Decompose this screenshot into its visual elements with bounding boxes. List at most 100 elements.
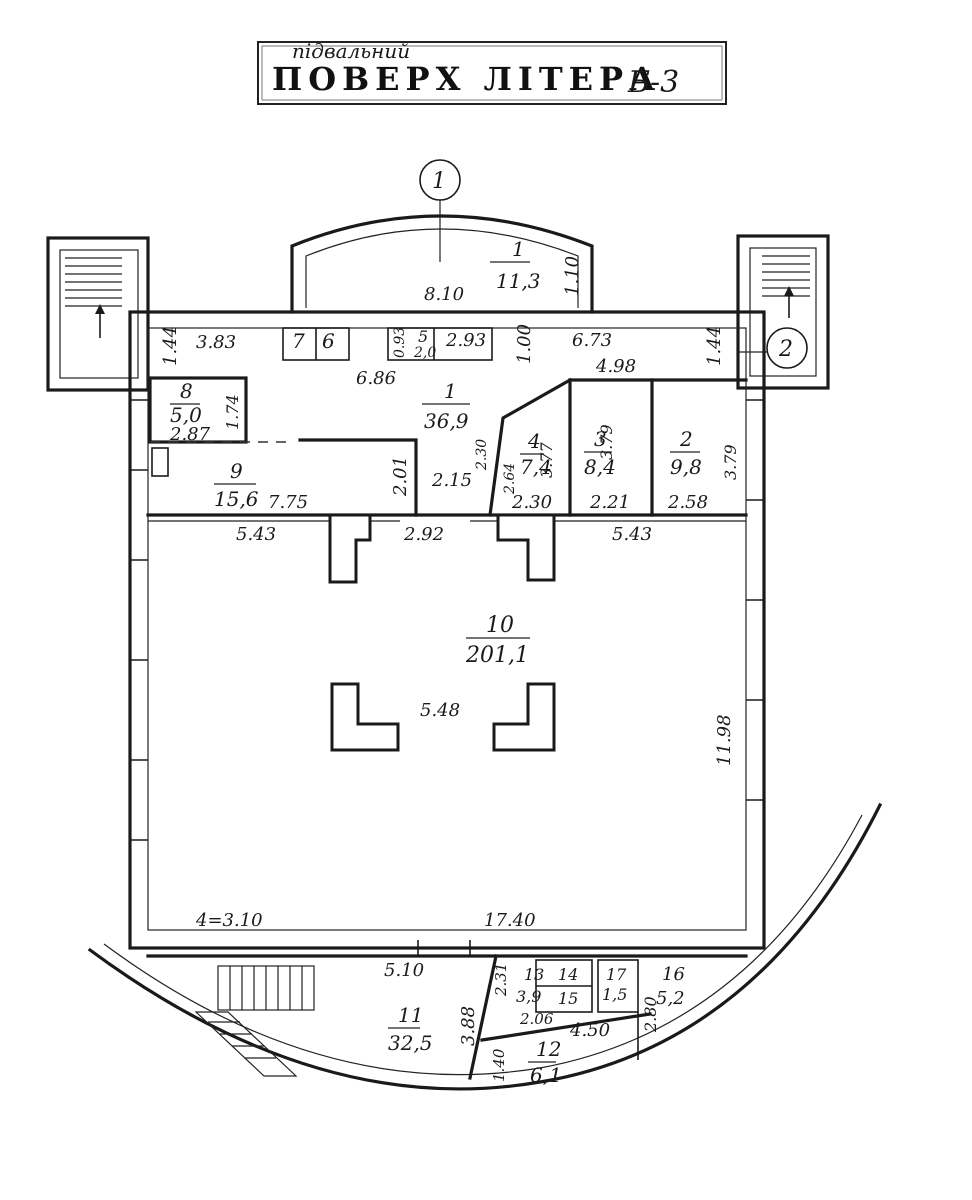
room-label-7: 7 [292, 329, 305, 353]
svg-text:9: 9 [230, 459, 243, 483]
svg-text:4.50: 4.50 [569, 1020, 610, 1041]
svg-text:1,5: 1,5 [602, 985, 627, 1004]
svg-text:17.40: 17.40 [484, 910, 536, 931]
floor-stamp: підвальний ПОВЕРХ ЛІТЕРА Б-3 [257, 39, 727, 105]
room-label-11: 11 32,5 [388, 1003, 433, 1055]
svg-text:6.86: 6.86 [356, 368, 396, 389]
stamp-handwritten: підвальний [292, 39, 410, 63]
room-1-top [290, 214, 594, 314]
svg-text:2: 2 [679, 427, 693, 451]
axis-marker-1: 1 [419, 159, 461, 262]
svg-text:2.31: 2.31 [492, 963, 510, 997]
room-label-1b: 136,9 [422, 379, 470, 433]
svg-text:1: 1 [512, 237, 525, 261]
svg-text:4.98: 4.98 [595, 356, 636, 377]
room-label-16: 165,2 [656, 964, 685, 1009]
upper-rooms [146, 327, 748, 522]
svg-text:1.44: 1.44 [160, 326, 181, 366]
svg-text:9,8: 9,8 [670, 455, 702, 479]
svg-text:5,0: 5,0 [170, 403, 202, 427]
room-label-1a: 111,3 [490, 237, 541, 293]
svg-text:2.21: 2.21 [589, 492, 630, 513]
stair-left [46, 236, 150, 392]
svg-text:10: 10 [486, 613, 514, 638]
svg-text:2.93: 2.93 [445, 330, 486, 351]
svg-text:3: 3 [594, 427, 607, 451]
svg-text:2.87: 2.87 [169, 424, 211, 445]
svg-text:16: 16 [662, 964, 685, 985]
room-label-14: 14 [558, 965, 578, 984]
svg-text:6,1: 6,1 [530, 1063, 562, 1087]
svg-text:2.80: 2.80 [641, 996, 660, 1033]
svg-text:5.48: 5.48 [420, 700, 460, 721]
svg-text:0.93: 0.93 [392, 327, 408, 358]
svg-text:8: 8 [180, 379, 193, 403]
stair-right [736, 234, 830, 390]
svg-text:2,0: 2,0 [413, 345, 436, 361]
svg-text:5.10: 5.10 [384, 960, 424, 981]
svg-text:36,9: 36,9 [424, 409, 469, 433]
svg-text:2.30: 2.30 [511, 492, 552, 513]
svg-text:11,3: 11,3 [496, 269, 541, 293]
svg-text:5.43: 5.43 [236, 524, 276, 545]
dimension-labels: 8.10 1.10 3.83 1.44 6.86 0.93 2.93 1.00 … [160, 256, 740, 1082]
svg-text:14: 14 [558, 965, 578, 984]
svg-text:1.00: 1.00 [514, 324, 535, 364]
stamp-printed: ПОВЕРХ ЛІТЕРА [272, 60, 661, 98]
svg-text:1: 1 [444, 379, 457, 403]
svg-text:11.98: 11.98 [714, 714, 735, 766]
svg-text:201,1: 201,1 [465, 643, 529, 668]
room-label-4: 47,4 [520, 429, 552, 479]
svg-text:3.79: 3.79 [597, 424, 616, 460]
svg-text:4=3.10: 4=3.10 [195, 910, 263, 931]
svg-text:8,4: 8,4 [584, 455, 616, 479]
svg-text:5,2: 5,2 [656, 988, 685, 1009]
svg-text:3.83: 3.83 [196, 332, 236, 353]
svg-text:1: 1 [432, 169, 446, 194]
svg-text:32,5: 32,5 [388, 1031, 433, 1055]
svg-text:4: 4 [527, 429, 541, 453]
axis-marker-2: 2 [738, 327, 808, 369]
svg-text:11: 11 [398, 1003, 423, 1027]
room-label-17: 171,5 [602, 965, 627, 1004]
stamp-letter: Б-3 [627, 65, 679, 100]
room-label-9: 915,6 [214, 459, 259, 511]
svg-text:1.10: 1.10 [562, 256, 583, 296]
svg-text:5.43: 5.43 [612, 524, 652, 545]
svg-text:2: 2 [778, 337, 793, 362]
room-labels: 111,3 136,9 29,8 38,4 47,4 52,0 6 7 85,0… [170, 237, 702, 1087]
room-label-6: 6 [322, 329, 335, 353]
svg-text:12: 12 [536, 1037, 561, 1061]
svg-text:1.74: 1.74 [223, 394, 242, 430]
svg-text:17: 17 [606, 965, 627, 984]
svg-text:3.79: 3.79 [721, 444, 740, 480]
lower-annex [87, 802, 883, 1091]
svg-text:7: 7 [292, 329, 305, 353]
room-label-15: 15 [558, 989, 578, 1008]
svg-text:2.01: 2.01 [390, 456, 411, 497]
room-label-8: 85,0 [170, 379, 202, 427]
svg-text:1.44: 1.44 [704, 326, 725, 366]
svg-text:3,9: 3,9 [516, 987, 541, 1006]
room-label-3: 38,4 [584, 427, 616, 479]
svg-text:2.30: 2.30 [474, 439, 490, 471]
svg-text:2.92: 2.92 [403, 524, 444, 545]
room-label-13: 133,9 [516, 965, 544, 1006]
svg-text:2.64: 2.64 [502, 463, 518, 495]
svg-text:15: 15 [558, 989, 578, 1008]
svg-text:8.10: 8.10 [424, 284, 464, 305]
svg-text:5: 5 [418, 327, 428, 346]
room-label-5: 52,0 [413, 327, 436, 361]
svg-text:6: 6 [322, 329, 335, 353]
svg-text:13: 13 [524, 965, 544, 984]
room-label-12: 126,1 [528, 1037, 562, 1087]
svg-text:7,4: 7,4 [520, 455, 552, 479]
room-label-2: 29,8 [670, 427, 702, 479]
svg-text:3.77: 3.77 [537, 442, 556, 478]
svg-text:1.40: 1.40 [490, 1048, 508, 1082]
svg-text:15,6: 15,6 [214, 487, 259, 511]
columns [328, 513, 556, 752]
svg-text:2.06: 2.06 [519, 1010, 554, 1028]
svg-text:2.15: 2.15 [431, 470, 472, 491]
